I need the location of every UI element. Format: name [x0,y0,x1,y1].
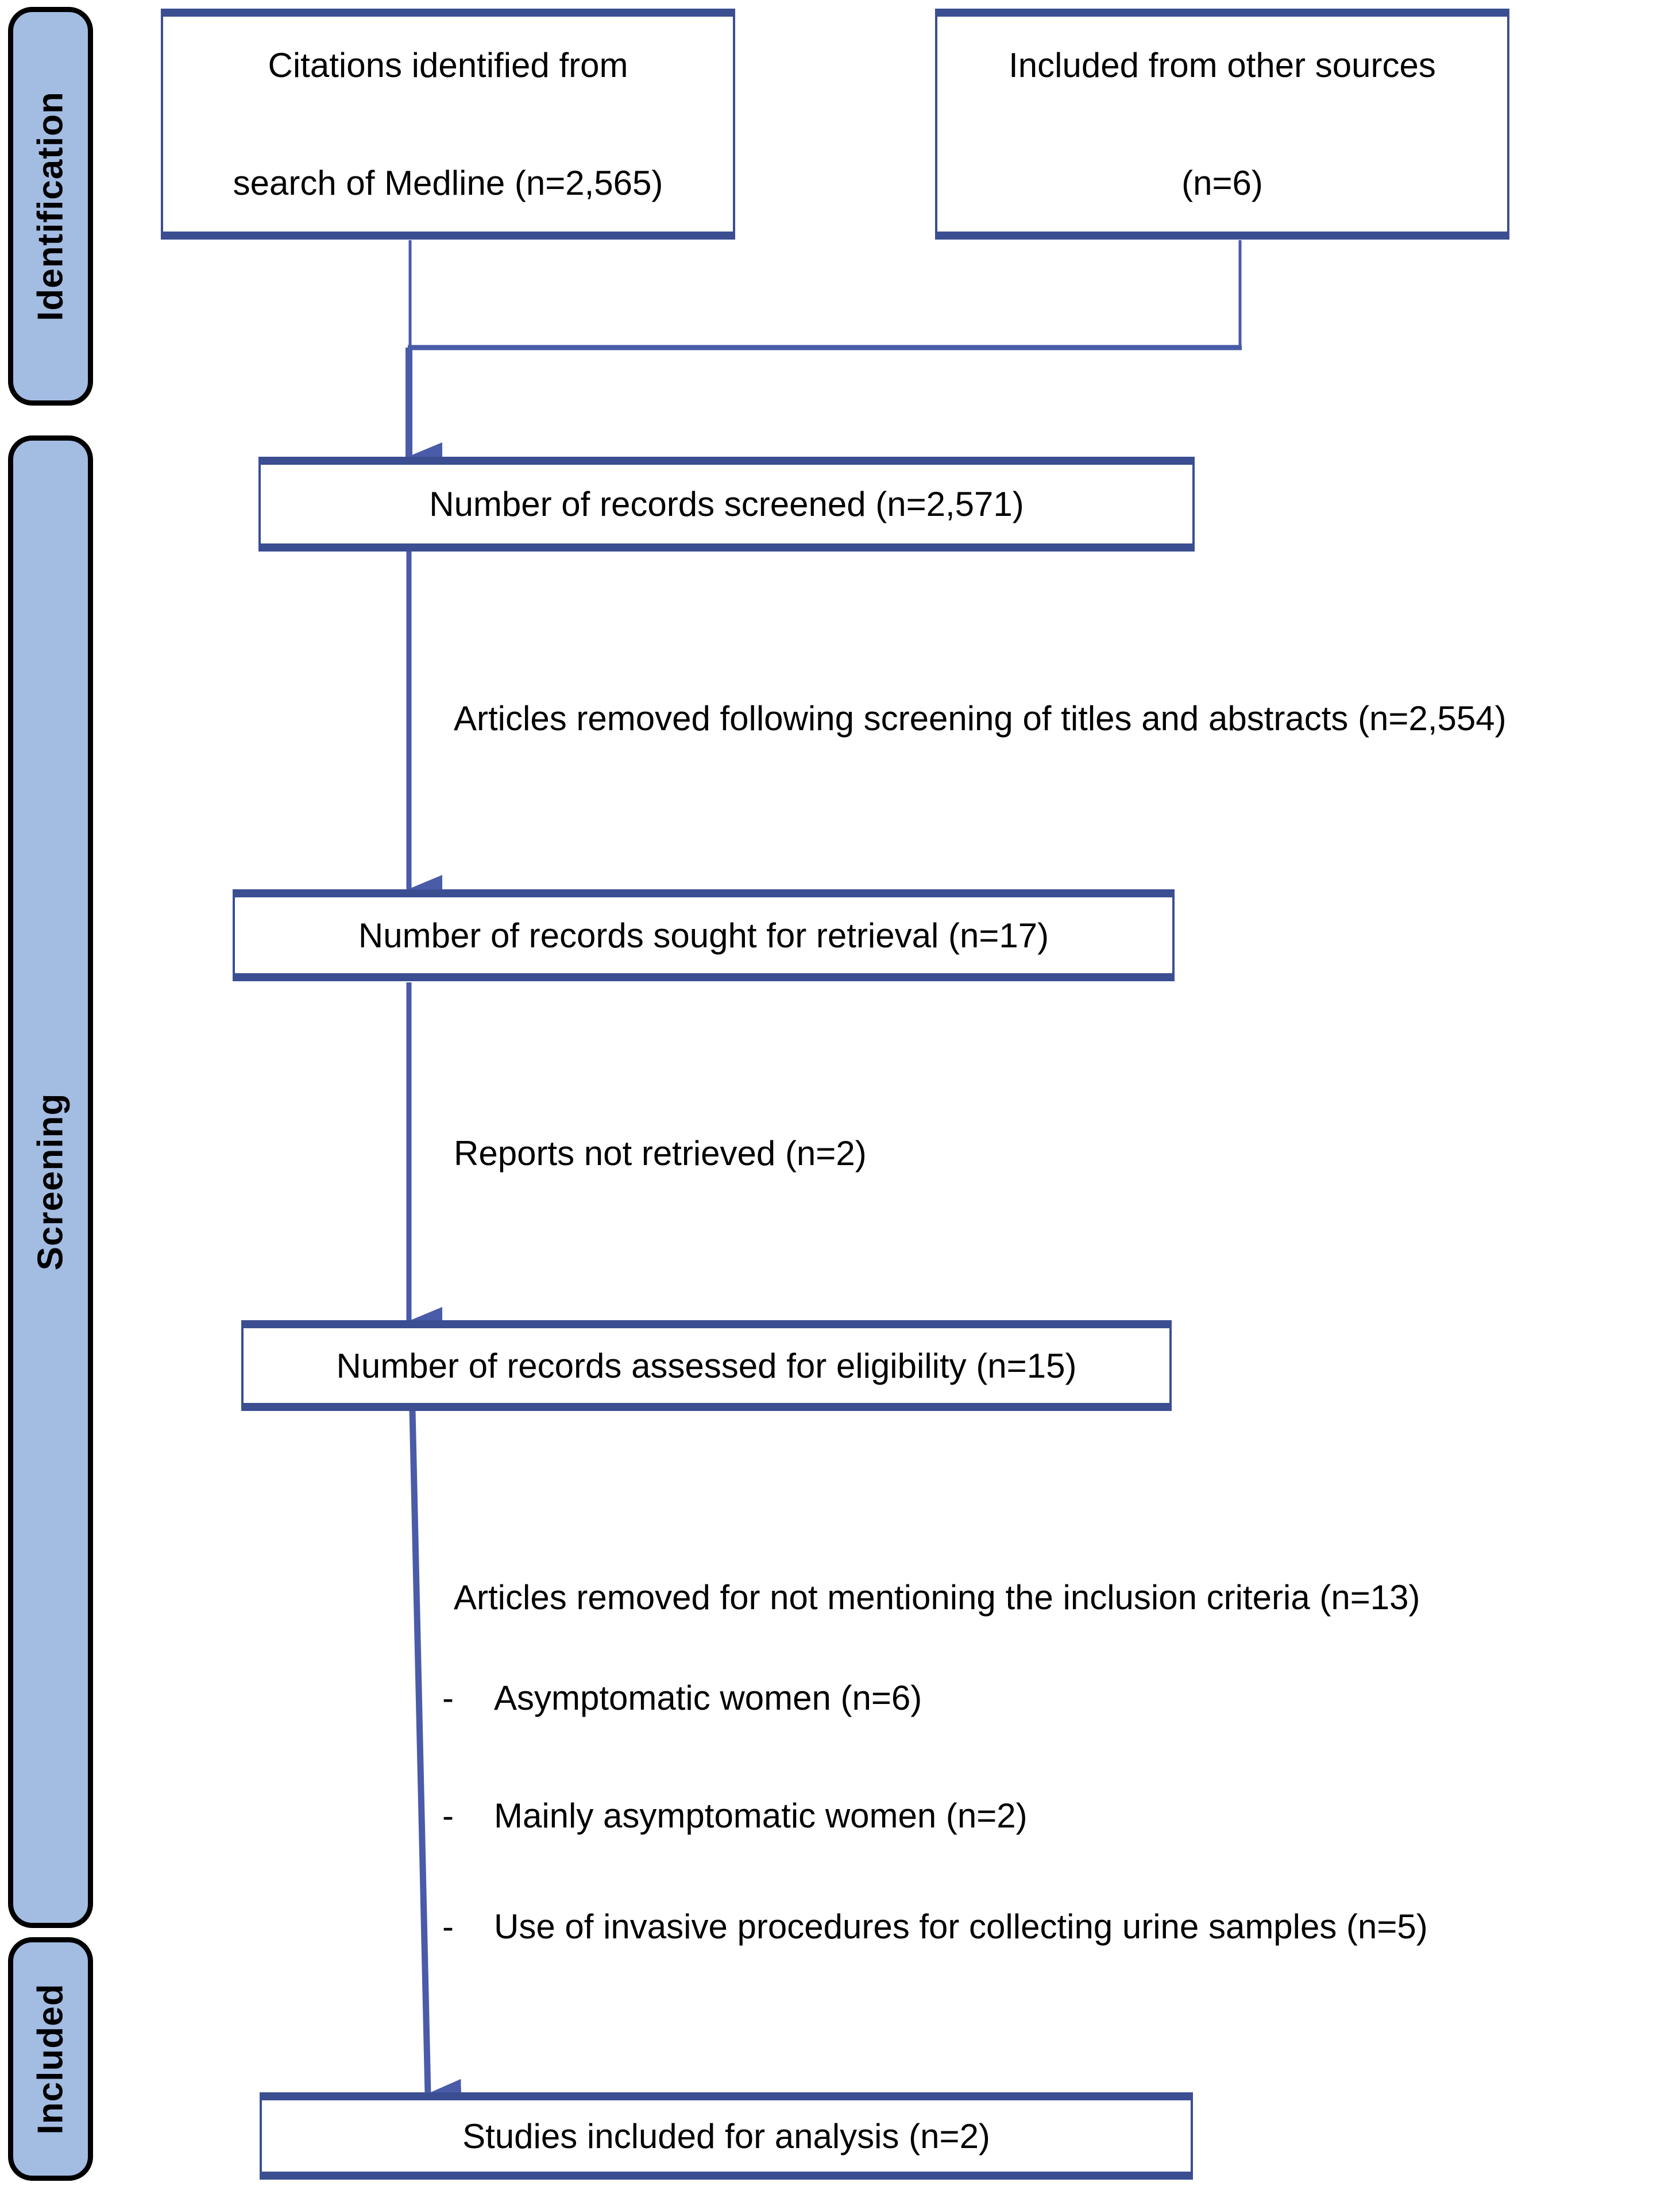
box-studies-included-label: Studies included for analysis (n=2) [462,2116,990,2156]
bullet-dash-icon: - [442,1679,454,1717]
box-studies-included[interactable]: Studies included for analysis (n=2) [260,2092,1193,2180]
box-top-accent-bar [260,2092,1193,2100]
bullet-dash-icon: - [442,1907,454,1946]
exclusion-reason-asymptomatic-women: - Asymptomatic women (n=6) [442,1678,922,1719]
box-top-accent-bar [935,9,1509,17]
stage-bar-identification: Identification [8,7,93,406]
stage-label-screening: Screening [30,1093,71,1271]
identification-junction-lines [408,240,1242,350]
box-records-screened-label: Number of records screened (n=2,571) [429,485,1024,523]
box-bottom-accent-bar [260,2172,1193,2180]
note-removed-no-inclusion-criteria: Articles removed for not mentioning the … [454,1578,1420,1617]
box-citations-medline[interactable]: Citations identified from search of Medl… [161,9,735,240]
exclusion-reason-label: Asymptomatic women (n=6) [494,1679,922,1717]
box-other-sources[interactable]: Included from other sources (n=6) [935,9,1509,240]
box-citations-medline-line1: Citations identified from [268,46,628,84]
box-top-accent-bar [233,889,1175,897]
box-bottom-accent-bar [161,232,735,240]
note-removed-after-title-abstract: Articles removed following screening of … [454,699,1507,738]
box-top-accent-bar [161,9,735,17]
exclusion-reason-label: Use of invasive procedures for collectin… [494,1907,1428,1946]
exclusion-reason-mainly-asymptomatic-women: - Mainly asymptomatic women (n=2) [442,1795,1028,1837]
exclusion-reason-invasive-procedures: - Use of invasive procedures for collecti… [442,1906,1428,1948]
box-other-sources-line2: (n=6) [1181,164,1263,202]
box-top-accent-bar [241,1320,1172,1328]
stage-bar-included: Included [8,1937,93,2181]
box-records-assessed-label: Number of records assessed for eligibili… [336,1346,1077,1385]
box-bottom-accent-bar [241,1403,1172,1411]
box-bottom-accent-bar [233,973,1175,981]
stage-label-included: Included [30,1983,71,2135]
box-other-sources-line1: Included from other sources [1009,46,1436,84]
bullet-dash-icon: - [442,1796,454,1835]
box-bottom-accent-bar [935,232,1509,240]
box-bottom-accent-bar [258,543,1195,552]
stage-bar-screening: Screening [8,435,93,1928]
box-top-accent-bar [258,457,1195,465]
box-records-sought-label: Number of records sought for retrieval (… [358,916,1049,955]
box-citations-medline-line2: search of Medline (n=2,565) [233,164,663,202]
box-records-screened[interactable]: Number of records screened (n=2,571) [258,457,1195,552]
box-records-assessed[interactable]: Number of records assessed for eligibili… [241,1320,1172,1411]
box-records-sought[interactable]: Number of records sought for retrieval (… [233,889,1175,981]
exclusion-reason-label: Mainly asymptomatic women (n=2) [494,1796,1028,1835]
arrow-to-studies-included [409,1410,462,2108]
stage-label-identification: Identification [30,91,71,321]
note-reports-not-retrieved: Reports not retrieved (n=2) [454,1134,867,1173]
